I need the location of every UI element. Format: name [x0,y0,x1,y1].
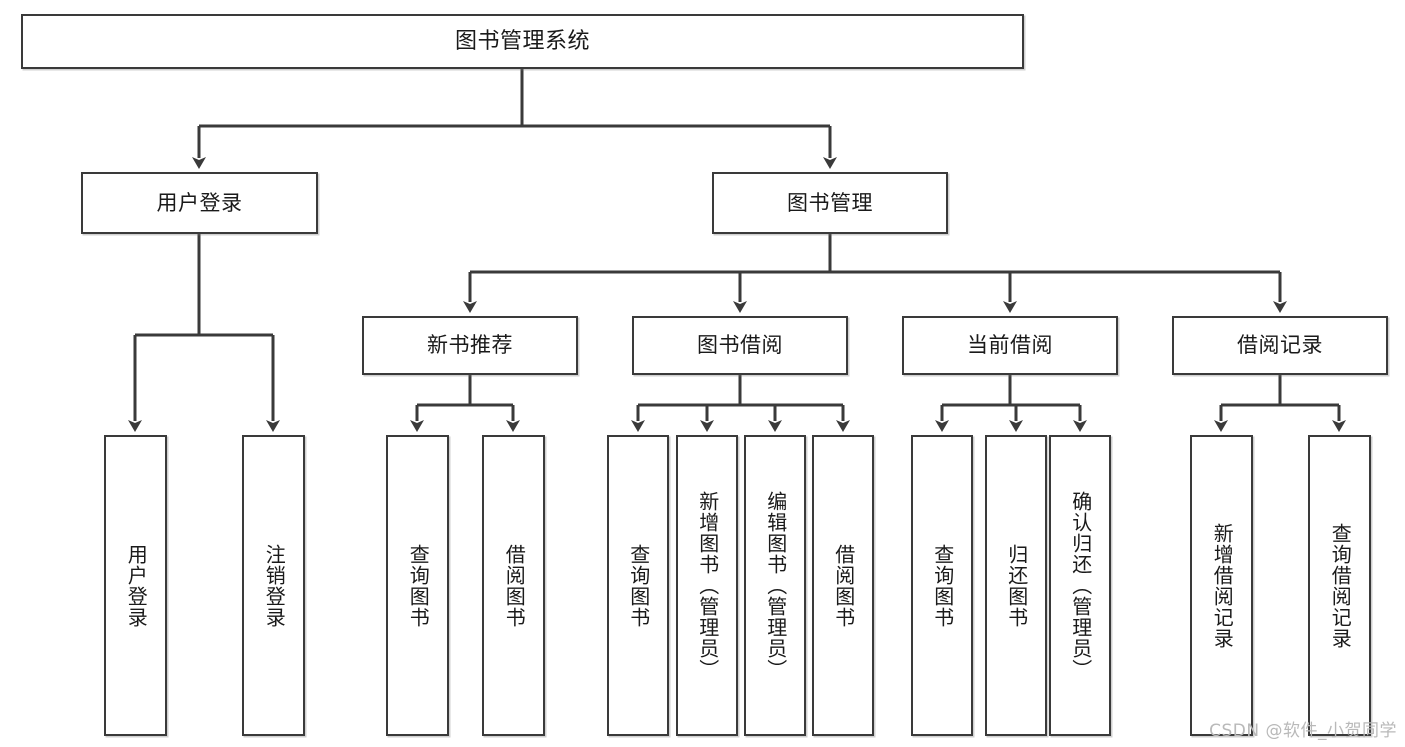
node-leaf-confirm-return[interactable]: 确认归还（管理员） [1049,435,1111,736]
node-leaf-query-book-2-label: 查询图书 [626,543,651,628]
node-leaf-edit-book[interactable]: 编辑图书（管理员） [744,435,806,736]
node-leaf-add-book[interactable]: 新增图书（管理员） [676,435,738,736]
node-new-book-recommend[interactable]: 新书推荐 [362,316,578,375]
node-leaf-borrow-book-1-label: 借阅图书 [502,543,527,628]
node-leaf-query-book-2[interactable]: 查询图书 [607,435,669,736]
node-leaf-confirm-return-label: 确认归还（管理员） [1068,491,1093,680]
node-leaf-user-logout[interactable]: 注销登录 [242,435,305,736]
node-root-label: 图书管理系统 [454,28,590,54]
node-book-borrow[interactable]: 图书借阅 [632,316,848,375]
node-leaf-query-book-3-label: 查询图书 [930,543,955,628]
node-borrow-record-label: 借阅记录 [1237,333,1323,358]
node-leaf-user-login-label: 用户登录 [124,543,149,628]
node-leaf-user-logout-label: 注销登录 [262,543,287,628]
node-leaf-borrow-book-2[interactable]: 借阅图书 [812,435,874,736]
node-leaf-query-record[interactable]: 查询借阅记录 [1308,435,1371,736]
node-leaf-add-record-label: 新增借阅记录 [1210,522,1235,649]
node-leaf-add-record[interactable]: 新增借阅记录 [1190,435,1253,736]
node-leaf-borrow-book-1[interactable]: 借阅图书 [482,435,545,736]
node-leaf-query-book-1[interactable]: 查询图书 [386,435,449,736]
node-leaf-query-book-3[interactable]: 查询图书 [911,435,973,736]
node-leaf-user-login[interactable]: 用户登录 [104,435,167,736]
node-user-login[interactable]: 用户登录 [81,172,318,234]
node-leaf-query-book-1-label: 查询图书 [406,543,431,628]
node-leaf-query-record-label: 查询借阅记录 [1328,522,1353,649]
csdn-watermark: CSDN @软件_小贺同学 [1209,721,1397,741]
node-leaf-edit-book-label: 编辑图书（管理员） [763,491,788,680]
node-leaf-return-book-label: 归还图书 [1004,543,1029,628]
node-root[interactable]: 图书管理系统 [21,14,1024,69]
node-new-book-recommend-label: 新书推荐 [427,333,513,358]
node-leaf-add-book-label: 新增图书（管理员） [695,491,720,680]
node-book-manage-label: 图书管理 [787,190,873,215]
node-user-login-label: 用户登录 [156,190,243,215]
node-leaf-return-book[interactable]: 归还图书 [985,435,1047,736]
node-current-borrow[interactable]: 当前借阅 [902,316,1118,375]
node-current-borrow-label: 当前借阅 [967,333,1053,358]
node-borrow-record[interactable]: 借阅记录 [1172,316,1388,375]
node-book-manage[interactable]: 图书管理 [712,172,948,234]
node-leaf-borrow-book-2-label: 借阅图书 [831,543,856,628]
node-book-borrow-label: 图书借阅 [697,333,783,358]
